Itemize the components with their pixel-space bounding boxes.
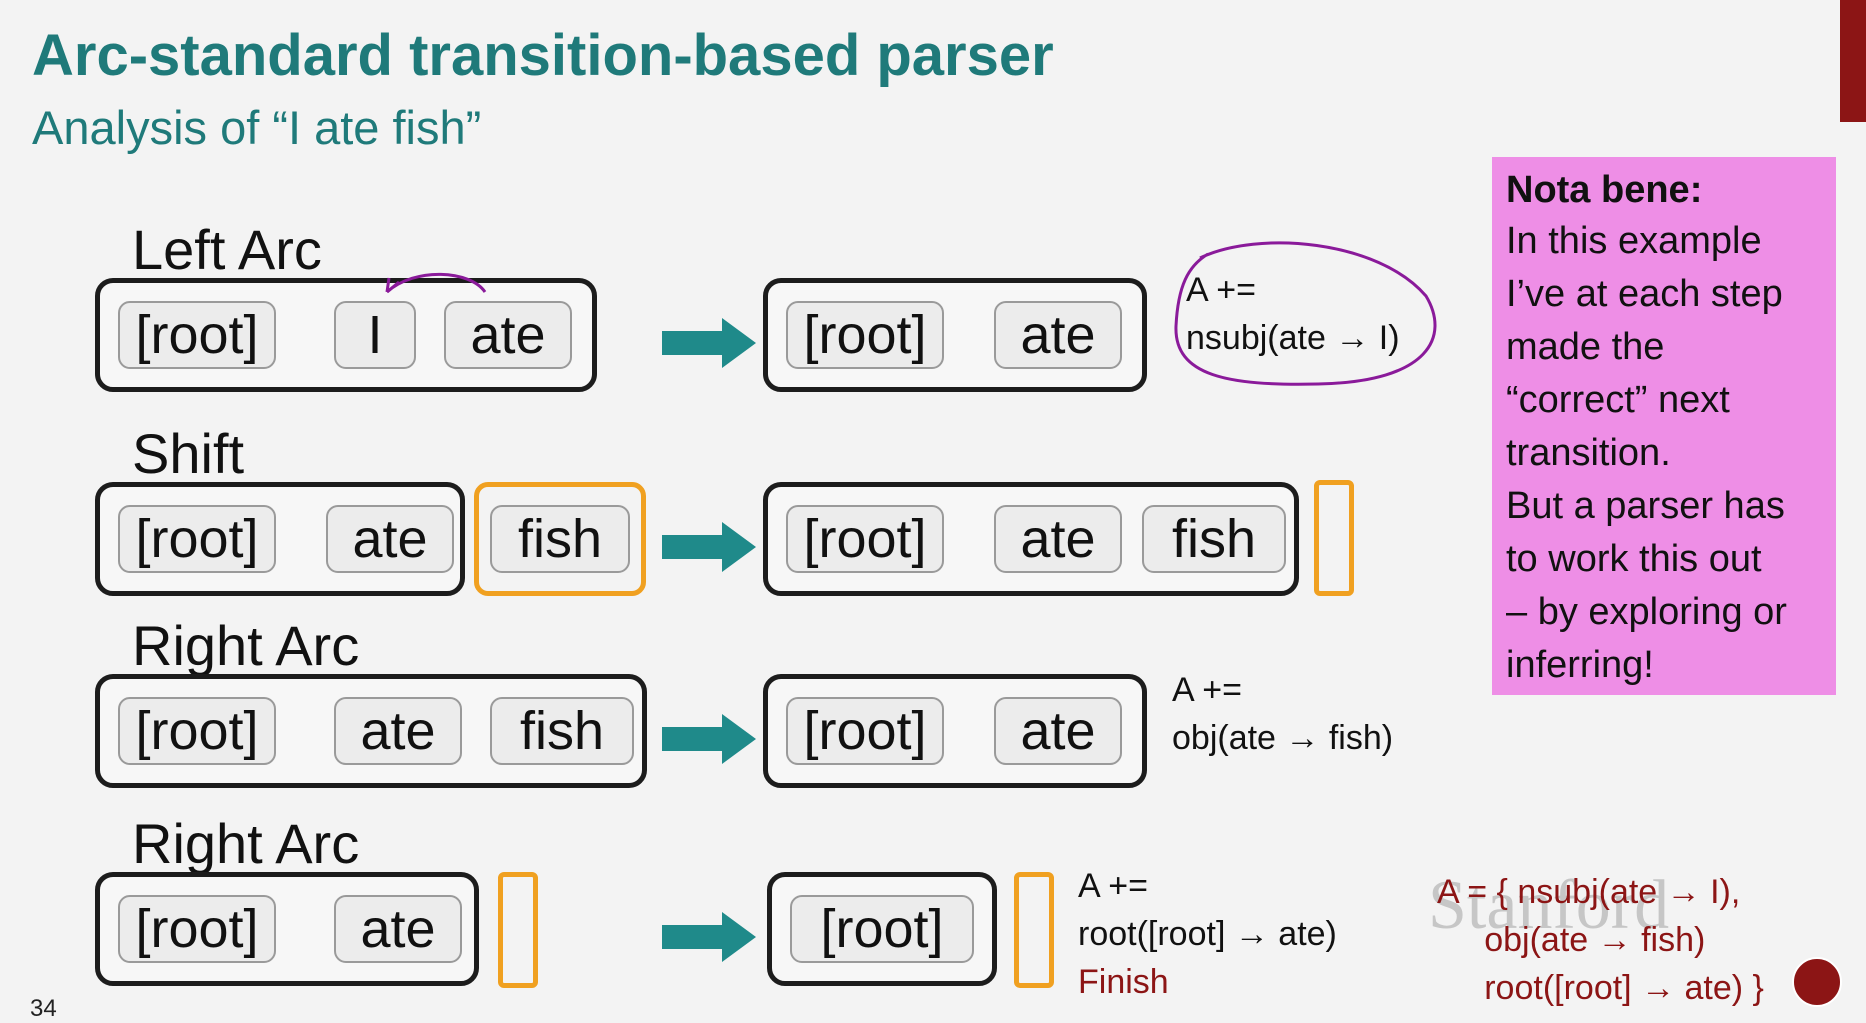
buffer-before-row2: fish [474,482,646,596]
left-arc-pen-stroke [385,272,487,294]
finish-label: Finish [1078,963,1169,1001]
token-i: I [334,301,416,369]
corner-accent-bar [1840,0,1866,122]
token-root: [root] [118,505,276,573]
arc-note-row3: A += obj(ate → fish) [1172,666,1393,762]
nota-bene-line: – by exploring or [1506,591,1787,633]
nota-bene-line: inferring! [1506,644,1654,686]
nota-bene-line: “correct” next [1506,379,1730,421]
token-ate: ate [994,697,1122,765]
note-line: A += [1078,867,1148,905]
stanford-watermark: Stanford [1428,867,1670,944]
arc-note-row1: A += nsubj(ate → I) [1186,266,1400,362]
transition-arrow-icon [662,714,756,764]
slide-title: Arc-standard transition-based parser [32,23,1054,88]
nota-bene-line: But a parser has [1506,485,1785,527]
stack-before-row4: [root] ate [95,872,479,986]
transition-arrow-icon [662,912,756,962]
token-ate: ate [994,301,1122,369]
stack-after-row3: [root] ate [763,674,1147,788]
token-root: [root] [118,301,276,369]
empty-buffer-row4 [498,872,538,988]
nota-bene-box: Nota bene: In this example I’ve at each … [1492,157,1836,695]
final-arc-set: A = { nsubj(ate → I), obj(ate → fish) ro… [1437,868,1764,1012]
nota-bene-line: made the [1506,326,1665,368]
stack-before-row3: [root] ate fish [95,674,647,788]
operation-label-left-arc: Left Arc [132,218,322,281]
page-number: 34 [30,995,57,1022]
transition-arrow-icon [662,318,756,368]
stanford-seal-icon [1792,957,1842,1007]
empty-buffer-row2 [1314,480,1354,596]
token-ate: ate [334,895,462,963]
stack-after-row1: [root] ate [763,278,1147,392]
token-ate: ate [326,505,454,573]
nota-bene-line: to work this out [1506,538,1762,580]
nota-bene-line: In this example [1506,220,1762,262]
arc-note-row4: A += root([root] → ate) Finish [1078,862,1337,1006]
token-fish: fish [490,505,630,573]
stack-after-row4: [root] [767,872,997,986]
token-root: [root] [786,697,944,765]
note-line: obj(ate → fish) [1172,719,1394,757]
final-arc-line: A = { nsubj(ate → I), [1437,873,1741,911]
token-ate: ate [334,697,462,765]
empty-buffer-row4-after [1014,872,1054,988]
final-arc-line: root([root] → ate) } [1484,969,1764,1007]
operation-label-right-arc: Right Arc [132,614,360,677]
note-line: A += [1186,271,1256,309]
token-root: [root] [118,895,276,963]
note-line: root([root] → ate) [1078,915,1337,953]
final-arc-line: obj(ate → fish) [1484,921,1706,959]
note-line: nsubj(ate → I) [1186,319,1400,357]
token-fish: fish [490,697,634,765]
token-root: [root] [786,301,944,369]
slide-subtitle: Analysis of “I ate fish” [32,101,482,154]
token-fish: fish [1142,505,1286,573]
token-root: [root] [790,895,974,963]
nota-bene-line: transition. [1506,432,1671,474]
operation-label-right-arc: Right Arc [132,812,360,875]
token-ate: ate [994,505,1122,573]
note-line: A += [1172,671,1242,709]
nota-bene-title: Nota bene: [1506,169,1703,211]
annotation-circle [1174,241,1437,386]
transition-arrow-icon [662,522,756,572]
token-root: [root] [118,697,276,765]
stack-before-row2: [root] ate [95,482,465,596]
nota-bene-line: I’ve at each step [1506,273,1783,315]
token-ate: ate [444,301,572,369]
stack-before-row1: [root] I ate [95,278,597,392]
stack-after-row2: [root] ate fish [763,482,1299,596]
token-root: [root] [786,505,944,573]
operation-label-shift: Shift [132,422,245,485]
